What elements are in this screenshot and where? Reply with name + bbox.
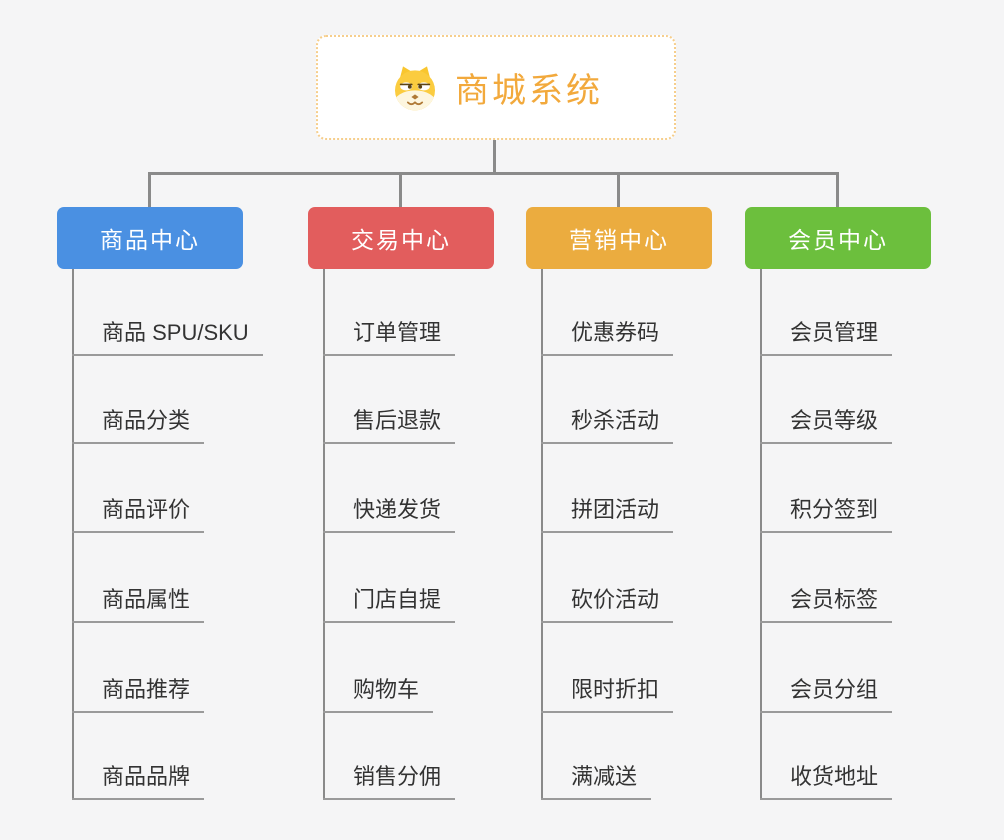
root-connector-stub <box>493 140 496 175</box>
branch-trunk-connector <box>72 269 74 799</box>
leaf-node[interactable]: 会员标签 <box>760 583 893 623</box>
leaf-label: 商品推荐 <box>102 677 191 702</box>
leaf-node[interactable]: 门店自提 <box>323 583 456 623</box>
branch-drop-connector <box>836 172 839 207</box>
leaf-label: 商品 SPU/SKU <box>102 320 249 345</box>
leaf-label: 购物车 <box>353 677 420 702</box>
branch-horizontal-connector <box>148 172 839 175</box>
leaf-label: 会员管理 <box>790 320 879 345</box>
branch-drop-connector <box>617 172 620 207</box>
leaf-node[interactable]: 满减送 <box>541 760 652 800</box>
leaf-node[interactable]: 售后退款 <box>323 404 456 444</box>
leaf-label: 限时折扣 <box>571 677 660 702</box>
leaf-label: 商品分类 <box>102 408 191 433</box>
root-node[interactable]: 商城系统 <box>316 35 676 140</box>
leaf-label: 商品品牌 <box>102 764 191 789</box>
branch-trunk-connector <box>323 269 325 799</box>
leaf-label: 收货地址 <box>790 764 879 789</box>
leaf-node[interactable]: 积分签到 <box>760 493 893 533</box>
leaf-node[interactable]: 收货地址 <box>760 760 893 800</box>
leaf-label: 会员标签 <box>790 587 879 612</box>
branch-trunk-connector <box>760 269 762 799</box>
leaf-node[interactable]: 优惠券码 <box>541 316 674 356</box>
leaf-label: 满减送 <box>571 764 638 789</box>
leaf-label: 砍价活动 <box>571 587 660 612</box>
branch-node-4[interactable]: 会员中心 <box>745 207 931 269</box>
leaf-node[interactable]: 购物车 <box>323 673 434 713</box>
leaf-label: 秒杀活动 <box>571 408 660 433</box>
leaf-label: 商品属性 <box>102 587 191 612</box>
leaf-label: 销售分佣 <box>353 764 442 789</box>
leaf-label: 门店自提 <box>353 587 442 612</box>
leaf-label: 快递发货 <box>353 497 442 522</box>
branch-node-2[interactable]: 交易中心 <box>308 207 494 269</box>
branch-label: 交易中心 <box>351 227 451 253</box>
leaf-label: 积分签到 <box>790 497 879 522</box>
leaf-node[interactable]: 拼团活动 <box>541 493 674 533</box>
leaf-node[interactable]: 商品品牌 <box>72 760 205 800</box>
leaf-node[interactable]: 商品属性 <box>72 583 205 623</box>
leaf-label: 拼团活动 <box>571 497 660 522</box>
leaf-node[interactable]: 商品 SPU/SKU <box>72 316 263 356</box>
leaf-node[interactable]: 秒杀活动 <box>541 404 674 444</box>
leaf-label: 会员分组 <box>790 677 879 702</box>
leaf-node[interactable]: 快递发货 <box>323 493 456 533</box>
branch-label: 商品中心 <box>100 227 200 253</box>
branch-drop-connector <box>399 172 402 207</box>
leaf-node[interactable]: 会员分组 <box>760 673 893 713</box>
leaf-node[interactable]: 商品推荐 <box>72 673 205 713</box>
leaf-node[interactable]: 会员管理 <box>760 316 893 356</box>
dog-face-icon <box>395 65 435 110</box>
leaf-node[interactable]: 限时折扣 <box>541 673 674 713</box>
branch-label: 营销中心 <box>569 227 669 253</box>
leaf-node[interactable]: 砍价活动 <box>541 583 674 623</box>
branch-node-1[interactable]: 商品中心 <box>57 207 243 269</box>
leaf-label: 会员等级 <box>790 408 879 433</box>
leaf-node[interactable]: 商品分类 <box>72 404 205 444</box>
leaf-node[interactable]: 订单管理 <box>323 316 456 356</box>
branch-label: 会员中心 <box>788 227 888 253</box>
leaf-label: 售后退款 <box>353 408 442 433</box>
leaf-node[interactable]: 销售分佣 <box>323 760 456 800</box>
leaf-node[interactable]: 商品评价 <box>72 493 205 533</box>
leaf-label: 优惠券码 <box>571 320 660 345</box>
branch-node-3[interactable]: 营销中心 <box>526 207 712 269</box>
branch-trunk-connector <box>541 269 543 799</box>
root-title: 商城系统 <box>455 72 603 110</box>
branch-drop-connector <box>148 172 151 207</box>
leaf-label: 订单管理 <box>353 320 442 345</box>
leaf-label: 商品评价 <box>102 497 191 522</box>
leaf-node[interactable]: 会员等级 <box>760 404 893 444</box>
